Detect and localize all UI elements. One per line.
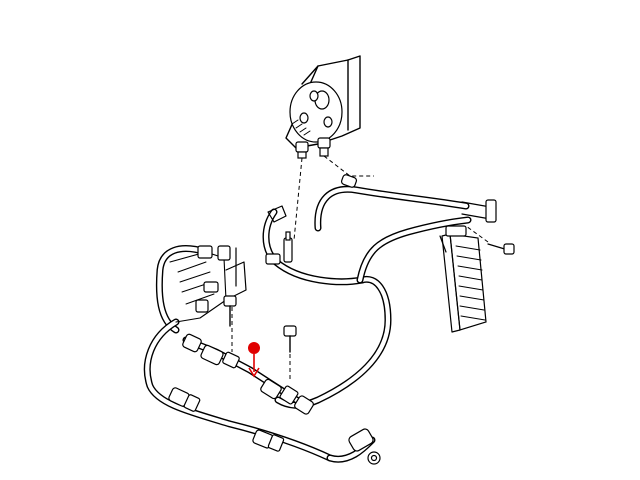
return-hose xyxy=(314,174,470,232)
alignment-line xyxy=(293,157,303,241)
highlight-arrowhead xyxy=(248,367,260,378)
hose-clamps xyxy=(168,333,381,465)
highlight-callout xyxy=(248,342,260,378)
cooler-lines xyxy=(356,199,497,284)
cooler-mounting-bolt xyxy=(487,243,515,255)
hose-bracket-bolts xyxy=(223,295,297,353)
oil-cooler xyxy=(439,225,487,333)
pressure-hose xyxy=(262,205,392,409)
steering-gear xyxy=(169,245,247,323)
highlight-marker xyxy=(248,342,260,354)
power-steering-pump xyxy=(285,55,361,159)
alignment-line xyxy=(465,225,489,243)
alignment-line xyxy=(323,155,374,177)
